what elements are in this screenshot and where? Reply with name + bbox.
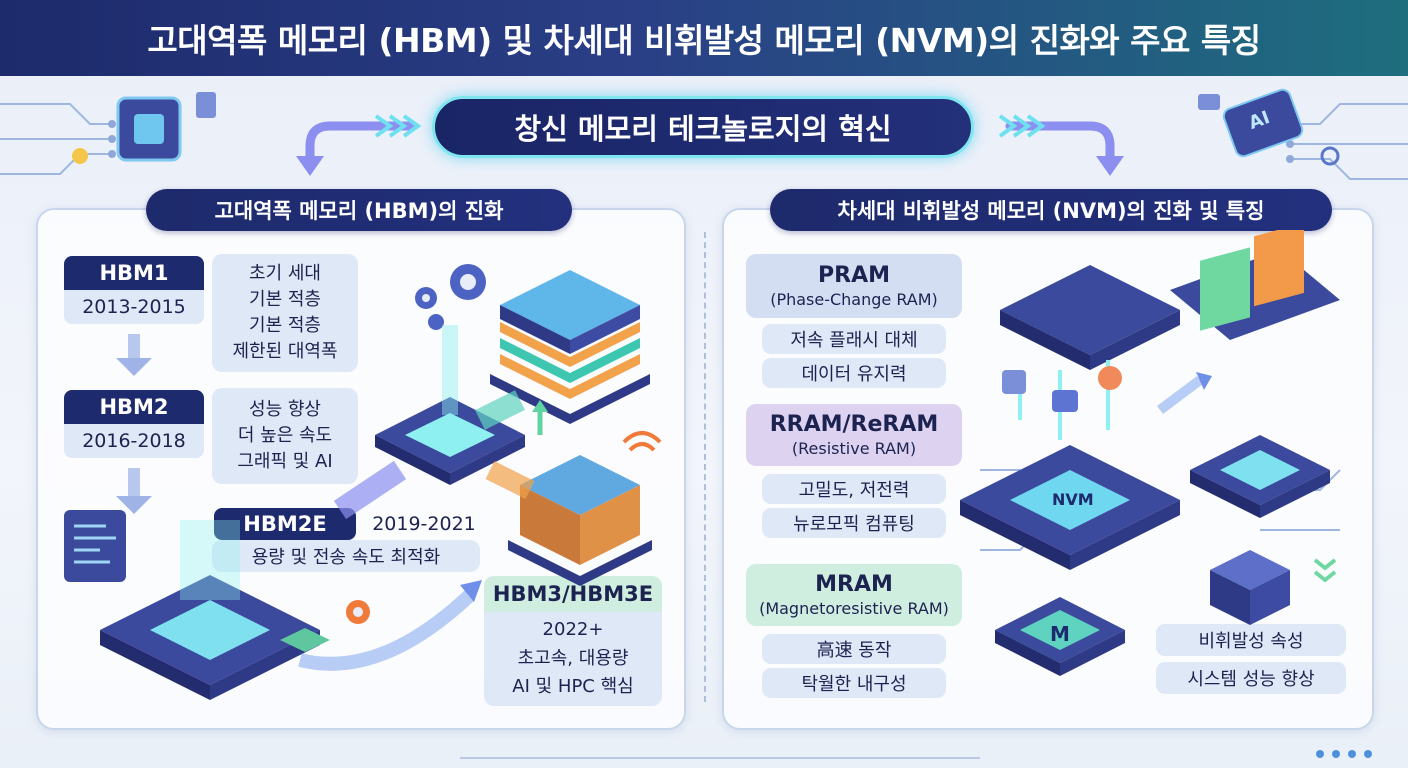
mram-header: MRAM (Magnetoresistive RAM) [746,564,962,626]
title-bar: 고대역폭 메모리 (HBM) 및 차세대 비휘발성 메모리 (NVM)의 진화와… [0,0,1408,76]
hbm-illustration [64,264,662,700]
nvm-summary-item: 비휘발성 속성 [1156,624,1346,656]
hbm2-desc-line: 그래픽 및 AI [237,451,333,472]
mram-chip-label: M [1050,622,1070,646]
rram-feature: 고밀도, 저전력 [762,474,946,504]
hbm-flow-arrow [128,468,140,498]
hero-pill: 창신 메모리 테크놀로지의 혁신 [432,96,974,158]
hbm3-years: 2022+ [542,618,604,640]
hbm3-desc-line: AI 및 HPC 핵심 [512,676,634,697]
hbm2e-years: 2019-2021 [372,513,476,535]
hbm2-desc-line: 더 높은 속도 [237,425,333,446]
hbm3-desc-line: 초고속, 대용량 [517,648,629,669]
hbm2e-desc: 용량 및 전송 속도 최적화 [212,540,480,572]
panel-divider [704,232,706,702]
pram-header: PRAM (Phase-Change RAM) [746,254,962,318]
hbm1-desc-line: 기본 적층 [249,289,321,310]
hbm1-desc: 초기 세대 기본 적층 기본 적층 제한된 대역폭 [212,254,358,372]
hbm1-desc-line: 초기 세대 [249,263,321,284]
hbm-flow-arrow [128,334,140,360]
hbm-flow-arrow-head [116,496,152,514]
hbm2e-tag: HBM2E [214,508,356,540]
bottom-decoration [460,750,1372,759]
rram-name: RRAM/ReRAM [769,412,939,437]
hbm-section-title: 고대역폭 메모리 (HBM)의 진화 [214,199,504,223]
hbm2-years: 2016-2018 [64,424,204,458]
hero-arrow-left [296,114,422,176]
hero-arrow-right [998,114,1124,176]
hbm2-desc: 성능 향상 더 높은 속도 그래픽 및 AI [212,388,358,484]
rram-feature: 뉴로모픽 컴퓨팅 [762,508,946,538]
hero-title: 창신 메모리 테크놀로지의 혁신 [514,112,892,146]
hbm2-desc-line: 성능 향상 [249,399,321,420]
nvm-chip-label: NVM [1052,490,1094,509]
hbm2-tag: HBM2 [64,390,204,424]
rram-fullname: (Resistive RAM) [791,439,917,458]
circuit-decoration [0,88,1408,180]
mram-name: MRAM [815,572,893,597]
hbm1-tag: HBM1 [64,256,204,290]
pram-feature: 저속 플래시 대체 [762,324,946,354]
pram-feature: 데이터 유지력 [762,358,946,388]
nvm-illustration [960,230,1341,676]
hbm1-desc-line: 제한된 대역폭 [232,341,338,362]
mram-feature: 탁월한 내구성 [762,668,946,698]
nvm-section-title: 차세대 비휘발성 메모리 (NVM)의 진화 및 특징 [837,199,1265,223]
nvm-summary-item: 시스템 성능 향상 [1156,662,1346,694]
page-title: 고대역폭 메모리 (HBM) 및 차세대 비휘발성 메모리 (NVM)의 진화와… [147,21,1261,60]
hbm-section-title-pill: 고대역폭 메모리 (HBM)의 진화 [146,189,572,231]
nvm-section-title-pill: 차세대 비휘발성 메모리 (NVM)의 진화 및 특징 [770,189,1332,231]
hbm1-years: 2013-2015 [64,290,204,324]
hbm-flow-arrow-head [116,358,152,376]
pram-fullname: (Phase-Change RAM) [770,290,938,309]
hbm1-desc-line: 기본 적층 [249,315,321,336]
rram-header: RRAM/ReRAM (Resistive RAM) [746,404,962,466]
mram-fullname: (Magnetoresistive RAM) [759,599,949,618]
hbm3-tag: HBM3/HBM3E [484,576,662,612]
pram-name: PRAM [818,263,890,288]
mram-feature: 高速 동작 [762,634,946,664]
